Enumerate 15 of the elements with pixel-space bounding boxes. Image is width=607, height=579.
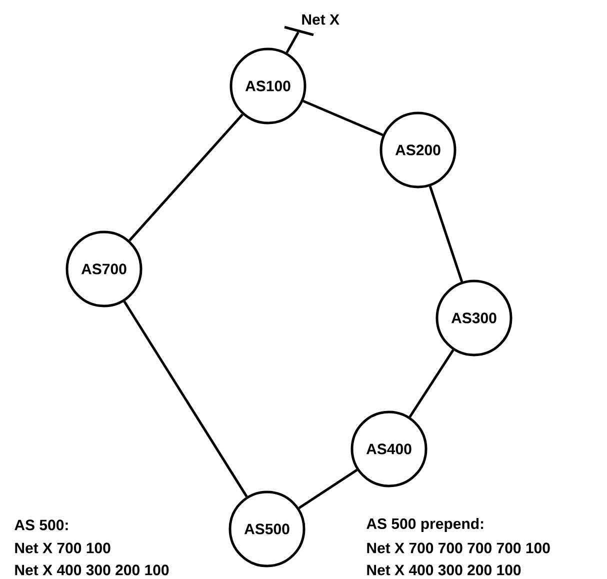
- link-line: [298, 468, 358, 510]
- route-entry: Net X 700 700 700 700 100: [367, 542, 550, 554]
- route-heading: AS 500:: [14, 520, 68, 530]
- link-line: [408, 349, 454, 418]
- route-heading: AS 500 prepend:: [366, 518, 484, 532]
- network-segment: [284, 26, 314, 36]
- link-line: [428, 186, 464, 282]
- link-line: [123, 300, 248, 498]
- link-line: [128, 114, 244, 242]
- link-line: [286, 32, 300, 54]
- link-line: [302, 100, 384, 136]
- route-entry: Net X 700 100: [15, 542, 110, 554]
- route-entry: Net X 400 300 200 100: [15, 564, 169, 576]
- network-label: Net X: [302, 14, 340, 25]
- route-entry: Net X 400 300 200 100: [367, 564, 521, 576]
